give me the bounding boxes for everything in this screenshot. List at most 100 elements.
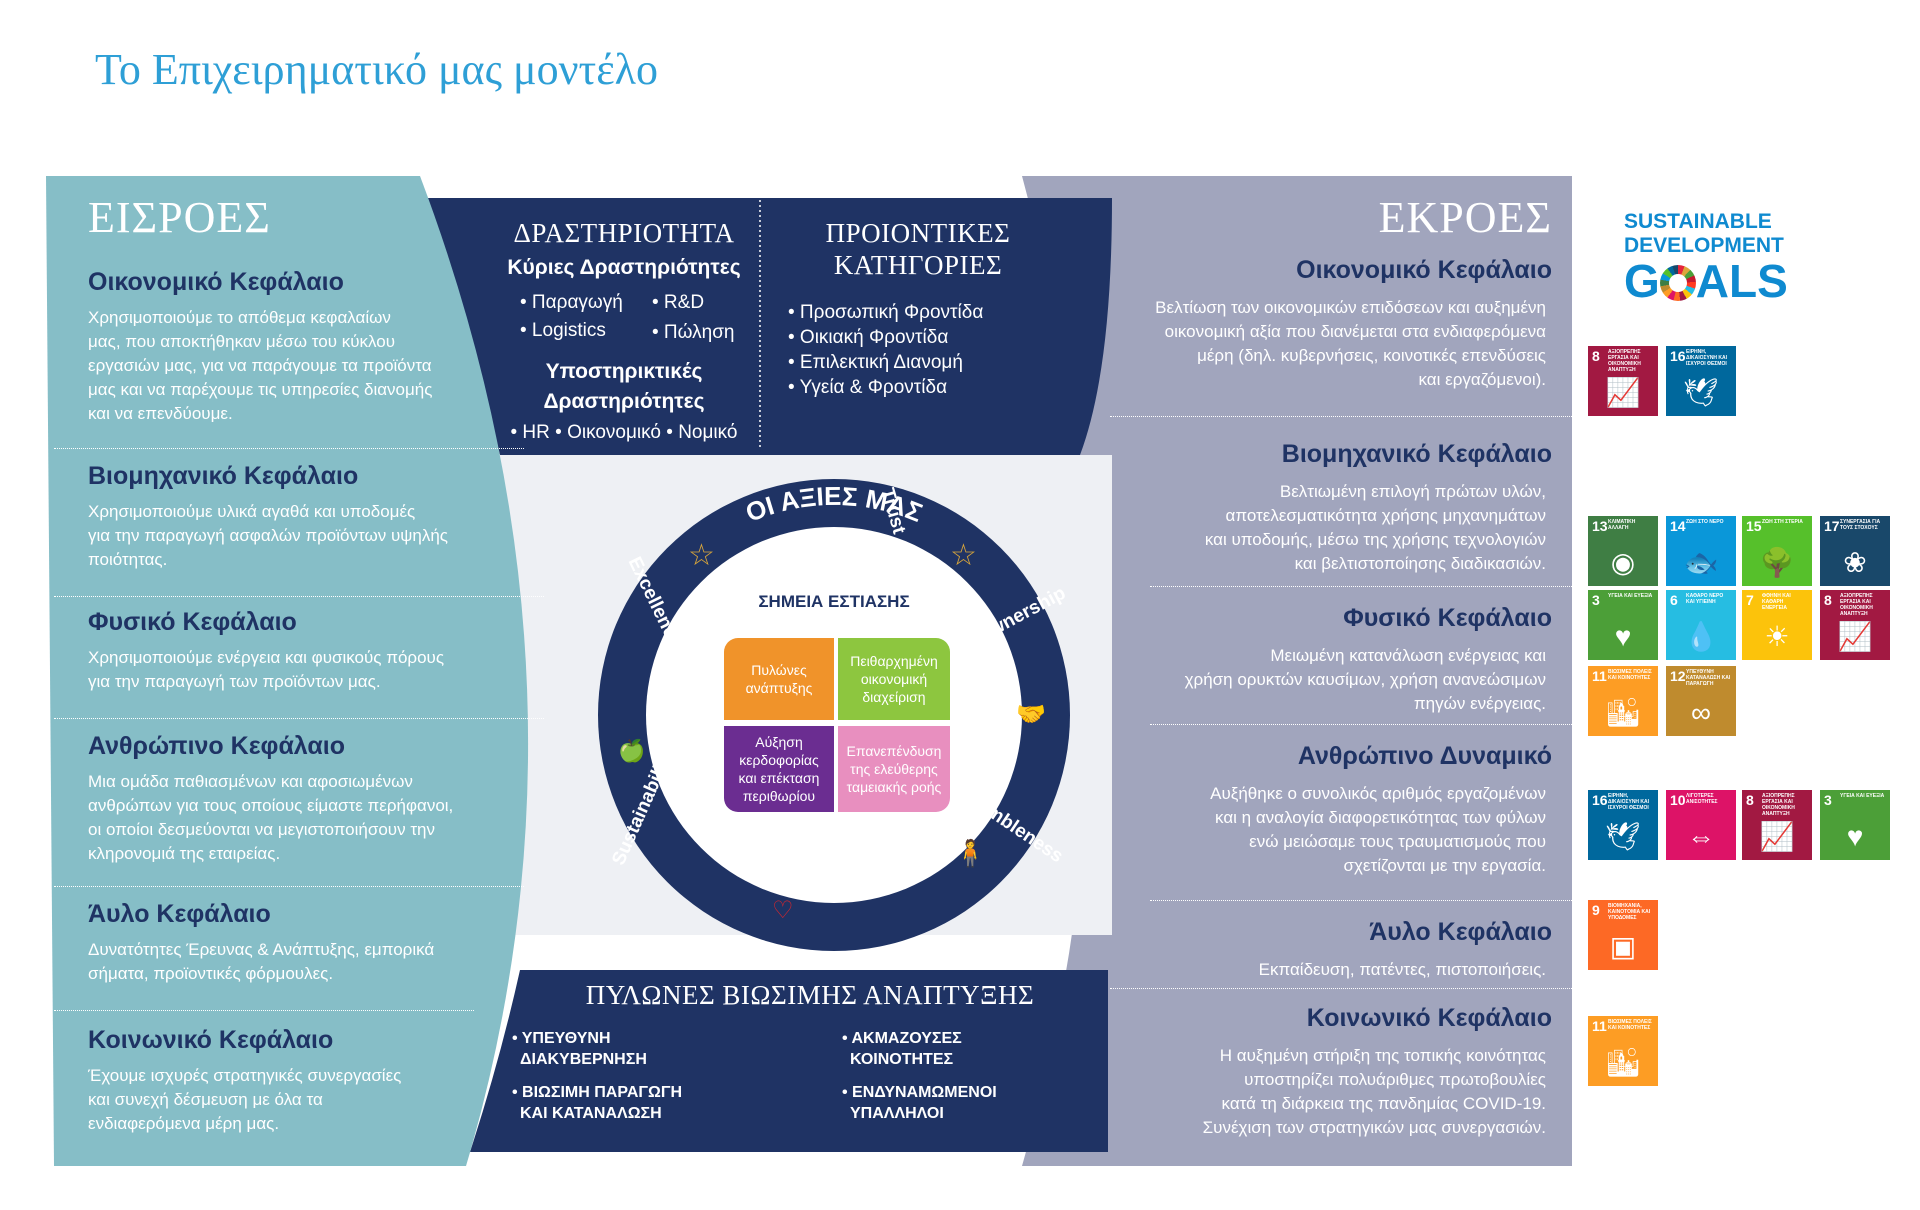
sdg-tile-label: ΚΑΘΑΡΟ ΝΕΡΟ ΚΑΙ ΥΓΙΕΙΝΗ: [1686, 593, 1724, 605]
sdg-tile-label: ΑΞΙΟΠΡΕΠΗΣ ΕΡΓΑΣΙΑ ΚΑΙ ΟΙΚΟΝΟΜΙΚΗ ΑΝΑΠΤΥ…: [1840, 593, 1873, 617]
input-text-line: οι οποίοι δεσμεύονται να μεγιστοποιήσουν…: [88, 820, 435, 839]
sdg-tile-number: 9: [1592, 902, 1600, 918]
output-text-line: και η αναλογία διαφορετικότητας των φύλω…: [1215, 808, 1546, 827]
sdg-tile-number: 13: [1592, 518, 1608, 534]
sdg-tile-number: 11: [1592, 1018, 1607, 1034]
sdg-tile-number: 3: [1592, 592, 1600, 608]
pillar-item-line: ΔΙΑΚΥΒΕΡΝΗΣΗ: [520, 1051, 647, 1068]
focus-quad-line: Επανεπένδυση: [846, 743, 942, 759]
input-text-line: και συνεχή δέσμευση με όλα τα: [88, 1090, 323, 1109]
input-text-line: Χρησιμοποιούμε υλικά αγαθά και υποδομές: [88, 502, 416, 521]
output-title: Οικονομικό Κεφάλαιο: [1296, 256, 1552, 284]
city-icon: 🏙: [1605, 1047, 1641, 1078]
sdg-tile-label: ΚΛΙΜΑΤΙΚΗ ΑΛΛΑΓΗ: [1608, 519, 1636, 531]
chart-up-icon: 📈: [1837, 621, 1873, 652]
input-text-line: Μια ομάδα παθιασμένων και αφοσιωμένων: [88, 772, 413, 791]
pillar-item-line: • ΕΝΔΥΝΑΜΩΜΕΝΟΙ: [842, 1084, 997, 1101]
sdg-tile: 8 ΑΞΙΟΠΡΕΠΗΣ ΕΡΓΑΣΙΑ ΚΑΙ ΟΙΚΟΝΟΜΙΚΗ ΑΝΑΠΤ…: [1820, 590, 1890, 660]
sdg-tile-number: 8: [1746, 792, 1754, 808]
dove-icon: 🕊: [1605, 821, 1641, 852]
output-text-line: αποτελεσματικότητα χρήσης μηχανημάτων: [1225, 506, 1547, 525]
input-divider: [54, 448, 524, 449]
sdg-tile-number: 17: [1824, 518, 1840, 534]
focus-quad-line: οικονομική: [860, 671, 928, 687]
sdg-tile-number: 11: [1592, 668, 1607, 684]
output-text-line: πηγών ενέργειας.: [1413, 694, 1546, 713]
heartbeat-icon: ♥: [1846, 821, 1864, 852]
sdg-tile-number: 8: [1824, 592, 1832, 608]
activity-item-production: • Παραγωγή: [520, 292, 623, 313]
input-text-line: μας και να παρέχουμε τις υπηρεσίες διανο…: [88, 380, 433, 399]
output-title: Άυλο Κεφάλαιο: [1369, 918, 1552, 946]
sdg-tile-label: ΥΓΕΙΑ ΚΑΙ ΕΥΕΞΙΑ: [1840, 793, 1885, 799]
input-title: Φυσικό Κεφάλαιο: [88, 608, 297, 636]
city-icon: 🏙: [1605, 697, 1641, 728]
pillar-item-line: • ΑΚΜΑΖΟΥΣΕΣ: [842, 1030, 962, 1047]
rings-icon: ❀: [1843, 547, 1867, 578]
focus-quad-line: Αύξηση: [755, 734, 803, 750]
input-text-line: Έχουμε ισχυρές στρατηγικές συνεργασίες: [88, 1066, 402, 1085]
infinity-icon: ∞: [1691, 697, 1711, 728]
input-title: Άυλο Κεφάλαιο: [88, 900, 271, 928]
pillar-item-line: • ΥΠΕΥΘΥΝΗ: [512, 1030, 611, 1047]
inputs-panel: [46, 176, 529, 1166]
input-text-line: για την παραγωγή ασφαλών προϊόντων υψηλή…: [88, 526, 448, 545]
output-text-line: Εκπαίδευση, πατέντες, πιστοποιήσεις.: [1258, 960, 1546, 979]
activity-heading: ΔΡΑΣΤΗΡΙΟΤΗΤΑ: [513, 218, 735, 248]
sdg-wheel-icon: [1659, 265, 1696, 301]
sdg-logo-line1: SUSTAINABLE: [1624, 210, 1772, 233]
output-text-line: χρήση ορυκτών καυσίμων, χρήση ανανεώσιμω…: [1184, 670, 1546, 689]
input-title: Βιομηχανικό Κεφάλαιο: [88, 462, 359, 490]
tree-icon: 🌳: [1759, 547, 1795, 578]
sdg-tile-label: ΖΩΗ ΣΤΗ ΣΤΕΡΙΑ: [1762, 519, 1803, 525]
equality-icon: ⇔: [1687, 821, 1715, 852]
input-text-line: κληρονομιά της εταιρείας.: [88, 844, 281, 863]
activity-panel: [420, 198, 1112, 455]
input-divider: [54, 1010, 474, 1011]
output-divider: [1150, 724, 1572, 725]
heartbeat-icon: ♥: [1614, 621, 1632, 652]
pillar-item-line: ΥΠΑΛΛΗΛΟΙ: [850, 1105, 944, 1122]
focus-quad-line: Πειθαρχημένη: [850, 653, 938, 669]
output-text-line: Αυξήθηκε ο συνολικός αριθμός εργαζομένων: [1210, 784, 1546, 803]
sdg-tile-label: ΣΥΝΕΡΓΑΣΙΑ ΓΙΑ ΤΟΥΣ ΣΤΟΧΟΥΣ: [1840, 519, 1881, 531]
output-divider: [1110, 416, 1572, 417]
input-text-line: ανθρώπων για τους οποίους είμαστε περήφα…: [88, 796, 454, 815]
chart-up-icon: 📈: [1759, 821, 1795, 852]
water-icon: 💧: [1683, 621, 1719, 652]
sdg-tile-label: ΥΓΕΙΑ ΚΑΙ ΕΥΕΞΙΑ: [1608, 593, 1653, 599]
activity-support-title-1: Υποστηρικτικές: [545, 360, 703, 383]
sdg-tile-label: ΛΙΓΟΤΕΡΕΣ ΑΝΙΣΟΤΗΤΕΣ: [1686, 793, 1718, 805]
sdg-tile-label: ΒΙΩΣΙΜΕΣ ΠΟΛΕΙΣ ΚΑΙ ΚΟΙΝΟΤΗΤΕΣ: [1608, 669, 1652, 681]
input-text-line: για την παραγωγή των προϊόντων μας.: [88, 672, 381, 691]
input-title: Ανθρώπινο Κεφάλαιο: [88, 732, 345, 760]
focus-quad-line: ανάπτυξης: [745, 680, 813, 696]
sdg-tile: 3 ΥΓΕΙΑ ΚΑΙ ΕΥΕΞΙΑ ♥: [1588, 590, 1658, 660]
product-item: • Προσωπική Φροντίδα: [788, 302, 984, 323]
sdg-tile-number: 16: [1592, 792, 1608, 808]
dove-icon: 🕊: [1683, 377, 1719, 408]
output-text-line: ενώ μειώσαμε τους τραυματισμούς που: [1249, 832, 1546, 851]
product-item: • Επιλεκτική Διανομή: [788, 352, 963, 373]
chart-up-icon: 📈: [1605, 377, 1641, 408]
output-text-line: και βελτιστοποίησης διαδικασιών.: [1294, 554, 1546, 573]
person-icon: 🧍: [954, 838, 987, 868]
sdg-tile-number: 7: [1746, 592, 1754, 608]
input-divider: [54, 886, 524, 887]
input-divider: [54, 718, 544, 719]
output-divider: [1150, 586, 1572, 587]
page-title: Το Επιχειρηματικό μας μοντέλο: [95, 45, 658, 94]
activity-main-title: Κύριες Δραστηριότητες: [507, 256, 741, 279]
